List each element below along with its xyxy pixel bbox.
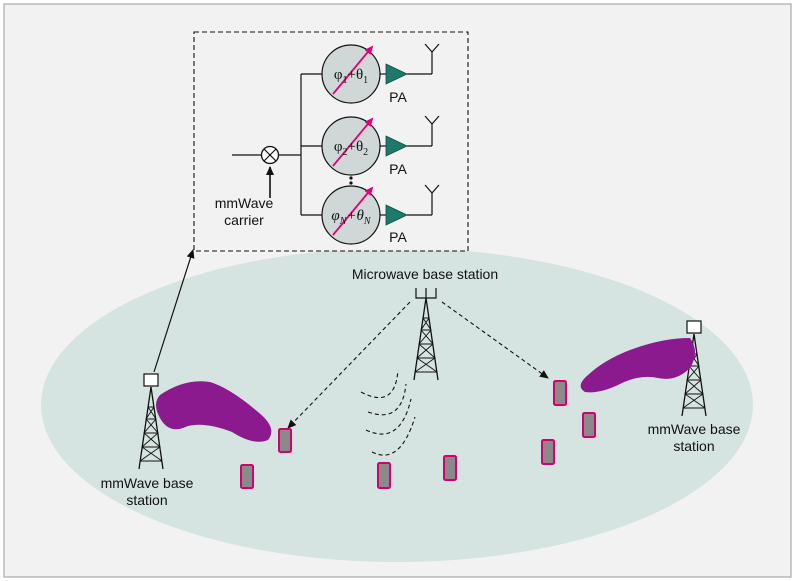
left-mmwave-tower-icon <box>138 373 164 470</box>
right-station-label-line1: mmWave base <box>648 421 741 437</box>
svg-text:φN+θN: φN+θN <box>331 208 371 227</box>
device-icon <box>443 455 457 481</box>
microwave-link-left <box>287 301 411 429</box>
device-icon <box>240 464 254 489</box>
zoom-arrow <box>153 249 195 373</box>
phase-arrow-icon <box>332 186 374 236</box>
microwave-tower-icon <box>413 288 439 381</box>
mixer-icon <box>260 145 280 165</box>
phase-arrow-icon <box>332 45 374 95</box>
microwave-station-label: Microwave base station <box>352 266 498 282</box>
cell-coverage-area <box>41 248 753 562</box>
amplifier-icon <box>385 63 408 85</box>
microwave-link-right <box>441 301 549 379</box>
right-mmwave-tower-icon <box>681 320 707 417</box>
device-icon <box>541 439 555 465</box>
svg-text:φ1+θ1: φ1+θ1 <box>334 67 368 86</box>
phase-shifter-2: φ2+θ2 <box>321 116 381 176</box>
right-station-label-line2: station <box>673 438 714 454</box>
pa-label-1: PA <box>389 89 407 105</box>
pa-branch-1: PA <box>380 43 440 105</box>
device-icon <box>377 462 391 489</box>
amplifier-icon <box>385 135 408 157</box>
antenna-icon <box>424 115 440 125</box>
device-icon <box>278 428 292 453</box>
left-beam <box>156 381 272 442</box>
device-icon <box>553 380 567 406</box>
user-devices <box>240 380 596 489</box>
left-station-label-line1: mmWave base <box>101 475 194 491</box>
svg-text:φ2+θ2: φ2+θ2 <box>334 139 368 158</box>
wavefront-arcs <box>360 369 416 456</box>
phase-shifter-1: φ1+θ1 <box>321 44 381 104</box>
pa-branch-2: PA <box>380 115 440 177</box>
antenna-icon <box>424 43 440 53</box>
pa-label-2: PA <box>389 161 407 177</box>
left-station-label-line2: station <box>126 492 167 508</box>
right-beam <box>580 338 695 393</box>
phase-arrow-icon <box>332 117 374 167</box>
carrier-label-line1: mmWave <box>215 195 274 211</box>
device-icon <box>582 412 596 438</box>
antenna-icon <box>424 184 440 194</box>
pa-branch-n: PA <box>380 184 440 245</box>
pa-label-n: PA <box>389 229 407 245</box>
phase-shifter-n: φN+θN <box>321 185 381 245</box>
carrier-label-line2: carrier <box>224 212 264 228</box>
amplifier-icon <box>385 204 408 226</box>
